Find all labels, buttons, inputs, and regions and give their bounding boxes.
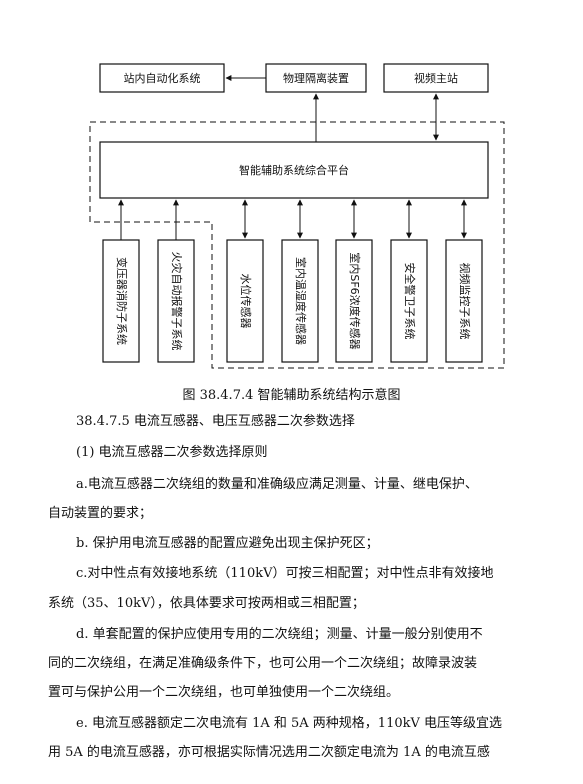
box-video-master: 视频主站 [383,63,489,93]
box-security-label: 安全警卫子系统 [403,263,417,340]
box-isolation-label: 物理隔离装置 [283,71,349,85]
item-d-line-2: 同的二次绕组，在满足准确级条件下，也可公用一个二次绕组；故障录波装 [48,656,478,671]
box-security: 安全警卫子系统 [390,239,428,363]
box-temp-humidity-label: 室内温湿度传感器 [294,257,308,345]
item-b-line-1: b. 保护用电流互感器的配置应避免出现主保护死区； [76,536,379,551]
box-water-level: 水位传感器 [226,239,264,363]
box-automation-label: 站内自动化系统 [124,71,201,85]
section-heading: 38.4.7.5 电流互感器、电压互感器二次参数选择 [76,414,355,429]
box-automation: 站内自动化系统 [99,63,225,93]
item-c-line-1: c.对中性点有效接地系统（110kV）可按三相配置；对中性点非有效接地 [76,566,494,581]
box-sf6: 室内SF6浓度传感器 [335,239,373,363]
box-platform-label: 智能辅助系统综合平台 [239,163,349,177]
box-video-master-label: 视频主站 [414,71,458,85]
box-video-monitor: 视频监控子系统 [445,239,483,363]
item-d-line-1: d. 单套配置的保护应使用专用的二次绕组；测量、计量一般分别使用不 [76,627,483,642]
item-e-line-1: e. 电流互感器额定二次电流有 1A 和 5A 两种规格，110kV 电压等级宜… [76,716,503,731]
box-water-level-label: 水位传感器 [239,274,253,329]
box-fire-water: 变压器消防子系统 [102,239,140,363]
box-fire-alarm-label: 火灾自动报警子系统 [170,252,184,351]
item-c-line-2: 系统（35、10kV），依具体要求可按两相或三相配置； [48,596,365,611]
box-video-monitor-label: 视频监控子系统 [458,263,472,340]
item-a-line-2: 自动装置的要求； [48,506,153,521]
item-a-line-1: a.电流互感器二次绕组的数量和准确级应满足测量、计量、继电保护、 [76,477,478,492]
box-isolation: 物理隔离装置 [265,63,367,93]
box-fire-water-label: 变压器消防子系统 [115,257,129,345]
box-sf6-label: 室内SF6浓度传感器 [348,252,362,349]
dashed-boundary [89,121,505,369]
box-temp-humidity: 室内温湿度传感器 [281,239,319,363]
figure-caption: 图 38.4.7.4 智能辅助系统结构示意图 [182,388,401,403]
box-fire-alarm: 火灾自动报警子系统 [157,239,195,363]
item-e-line-2: 用 5A 的电流互感器，亦可根据实际情况选用二次额定电流为 1A 的电流互感 [48,745,490,760]
item-d-line-3: 置可与保护公用一个二次绕组，也可单独使用一个二次绕组。 [48,685,400,700]
system-structure-diagram: 站内自动化系统 物理隔离装置 视频主站 智能辅助系统综合平台 变压器消防子系统 … [89,63,505,369]
box-platform: 智能辅助系统综合平台 [99,141,489,199]
subsection-heading: (1) 电流互感器二次参数选择原则 [76,445,268,460]
